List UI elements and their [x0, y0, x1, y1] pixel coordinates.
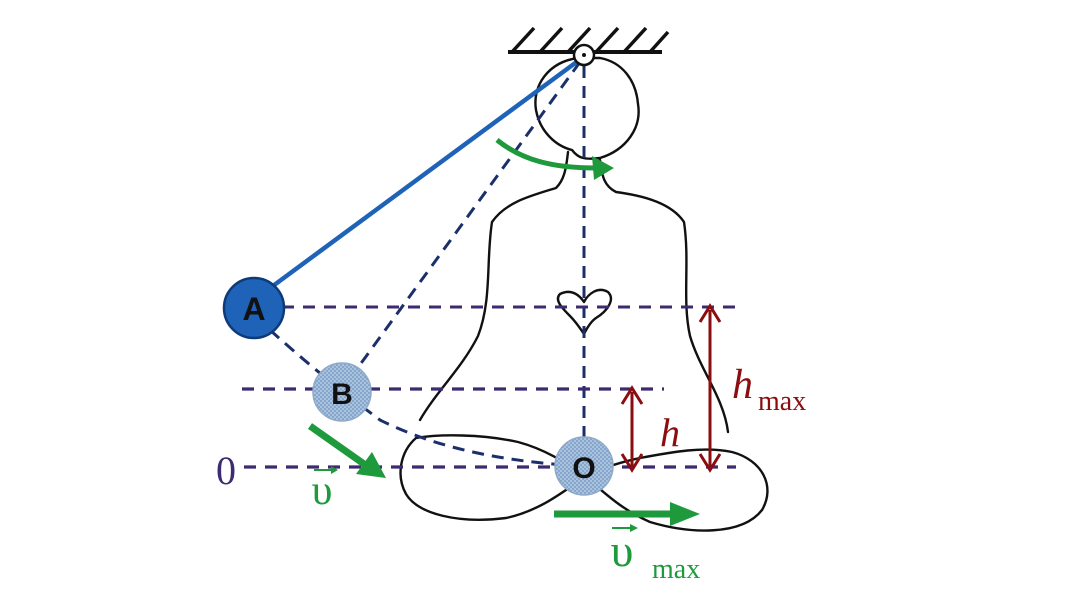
- height-hmax-arrow: [698, 303, 722, 473]
- svg-text:υ: υ: [312, 468, 333, 514]
- pendulum-string: [260, 56, 584, 296]
- height-h-arrow: [620, 385, 644, 473]
- velocity-max-arrow: [554, 502, 700, 526]
- ball-o: O: [554, 436, 614, 496]
- ball-a: A: [222, 276, 286, 340]
- velocity-arrow: [307, 423, 386, 478]
- svg-text:max: max: [652, 554, 700, 585]
- label-height-max: h max: [732, 362, 806, 417]
- swing-direction-arrow: [495, 138, 614, 180]
- label-zero-level: 0: [216, 448, 236, 493]
- label-b: B: [331, 378, 353, 411]
- ball-b: B: [312, 362, 372, 422]
- svg-text:h: h: [732, 362, 753, 408]
- label-height: h: [660, 410, 680, 455]
- dashed-guides: [242, 61, 736, 469]
- svg-text:υ: υ: [611, 525, 634, 576]
- label-a: A: [242, 291, 265, 327]
- trajectory-arc: [268, 328, 581, 468]
- string-to-b-dashed: [344, 61, 582, 385]
- label-o: O: [572, 452, 595, 485]
- svg-text:max: max: [758, 386, 806, 417]
- label-velocity-max: υ max: [611, 524, 700, 585]
- label-velocity: υ: [312, 466, 338, 514]
